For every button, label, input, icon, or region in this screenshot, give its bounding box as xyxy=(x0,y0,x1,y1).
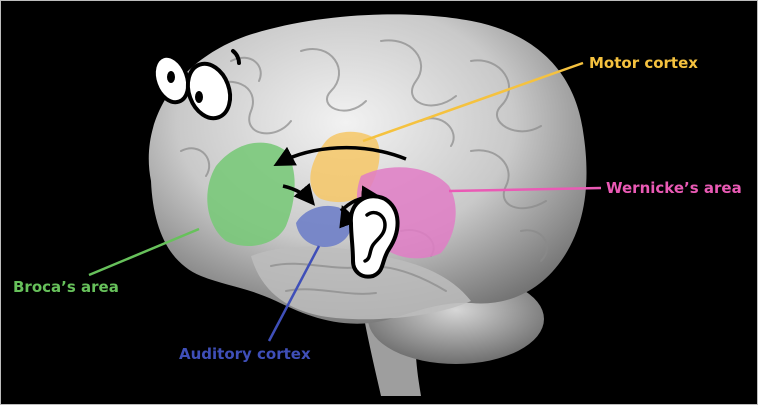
arrow-icon xyxy=(273,145,407,166)
wernicke-area-label: Wernicke’s area xyxy=(606,179,742,197)
broca-leader-line xyxy=(88,227,200,277)
motor-leader-line xyxy=(362,61,584,143)
gyri-texture xyxy=(180,39,548,295)
broca-region xyxy=(207,142,295,246)
motor-cortex-label: Motor cortex xyxy=(589,54,698,72)
wernicke-leader-line xyxy=(448,186,602,193)
auditory-cortex-label: Auditory cortex xyxy=(179,345,311,363)
broca-area-label: Broca’s area xyxy=(13,278,119,296)
eyes-icon xyxy=(151,49,241,121)
auditory-region xyxy=(296,205,352,247)
auditory-leader-line xyxy=(267,245,321,342)
ear-icon xyxy=(348,194,400,279)
arrow-icon xyxy=(282,182,316,206)
